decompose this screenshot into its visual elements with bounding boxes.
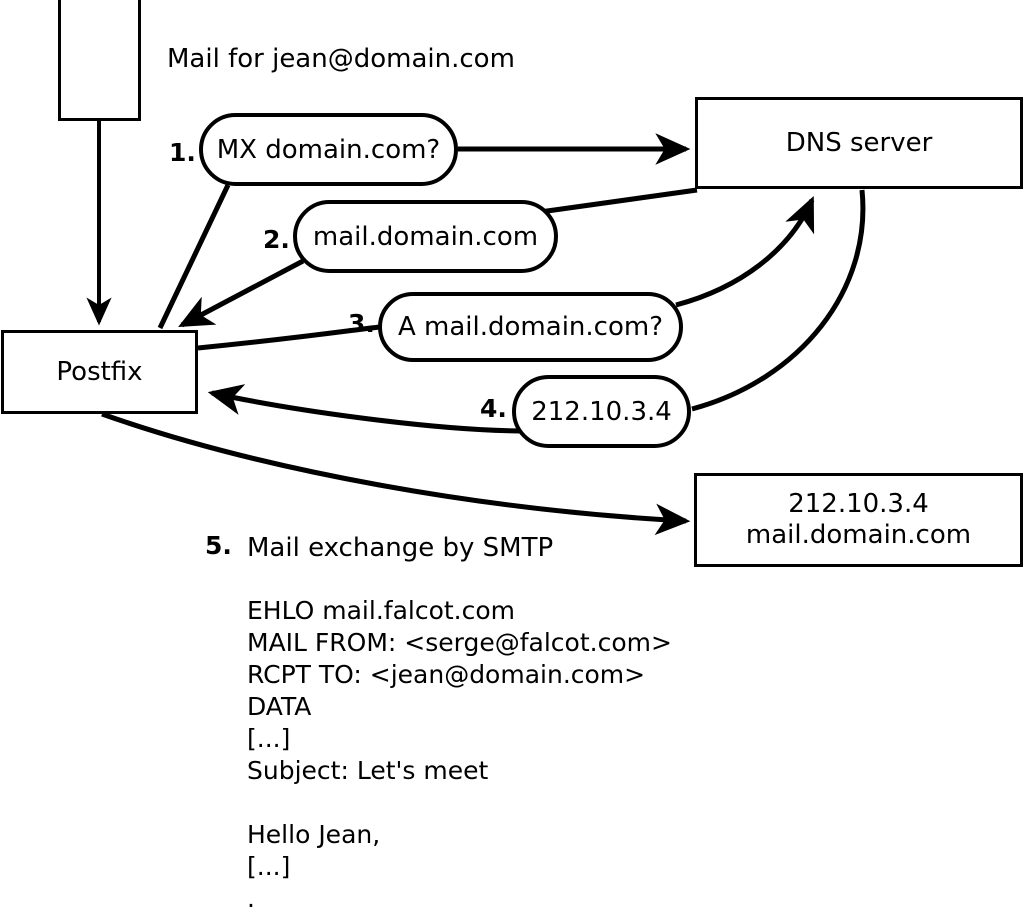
step-bubble-1-label: MX domain.com? xyxy=(216,134,441,165)
smtp-transcript-line: [...] xyxy=(247,852,291,881)
connector-postfix-to-bubble3 xyxy=(197,324,381,351)
step-bubble-mx-answer: mail.domain.com xyxy=(293,200,558,273)
step-bubble-a-query: A mail.domain.com? xyxy=(378,292,683,362)
smtp-transcript-line: MAIL FROM: <serge@falcot.com> xyxy=(247,628,672,657)
connector-bubble4-to-postfix xyxy=(207,384,521,434)
postfix-node: Postfix xyxy=(1,330,198,414)
connector-dns-to-bubble4 xyxy=(691,189,866,412)
step-bubble-2-label: mail.domain.com xyxy=(312,221,539,252)
connector-postfix-to-target xyxy=(101,411,691,536)
step-number-5: 5. xyxy=(205,531,232,560)
step-number-2: 2. xyxy=(263,225,290,254)
step-number-4: 4. xyxy=(480,394,507,423)
connector-dns-to-bubble2 xyxy=(539,187,698,215)
smtp-transcript-line: Hello Jean, xyxy=(247,820,381,849)
connector-postfix-to-bubble1 xyxy=(157,183,231,330)
target-server-lines: 212.10.3.4 mail.domain.com xyxy=(746,489,971,550)
dns-server-node: DNS server xyxy=(695,97,1023,189)
smtp-transcript-line: RCPT TO: <jean@domain.com> xyxy=(247,660,646,689)
target-server-hostname: mail.domain.com xyxy=(745,520,972,550)
step-bubble-3-label: A mail.domain.com? xyxy=(398,312,663,342)
smtp-transcript-line: [...] xyxy=(247,724,291,753)
incoming-mail-label: Mail for jean@domain.com xyxy=(167,44,515,74)
step-number-1: 1. xyxy=(169,138,196,167)
step-5-caption: Mail exchange by SMTP xyxy=(247,533,554,563)
mail-source-box xyxy=(58,0,141,121)
connector-bubble3-to-dns xyxy=(675,195,815,308)
step-bubble-4-label: 212.10.3.4 xyxy=(531,396,672,427)
dns-server-label: DNS server xyxy=(785,127,933,158)
target-server-node: 212.10.3.4 mail.domain.com xyxy=(694,473,1023,567)
step-bubble-mx-query: MX domain.com? xyxy=(199,113,458,186)
smtp-transcript-line: DATA xyxy=(247,692,312,721)
step-bubble-a-answer: 212.10.3.4 xyxy=(512,375,691,448)
smtp-transcript-line: EHLO mail.falcot.com xyxy=(247,596,516,625)
postfix-label: Postfix xyxy=(56,356,143,387)
smtp-transcript-blank-line xyxy=(247,787,672,819)
smtp-transcript-line: . xyxy=(247,884,255,913)
target-server-ip: 212.10.3.4 xyxy=(788,489,929,520)
connector-bubble2-to-postfix xyxy=(178,258,305,328)
smtp-transcript-line: Subject: Let's meet xyxy=(247,756,489,785)
step-number-3: 3. xyxy=(348,309,375,338)
